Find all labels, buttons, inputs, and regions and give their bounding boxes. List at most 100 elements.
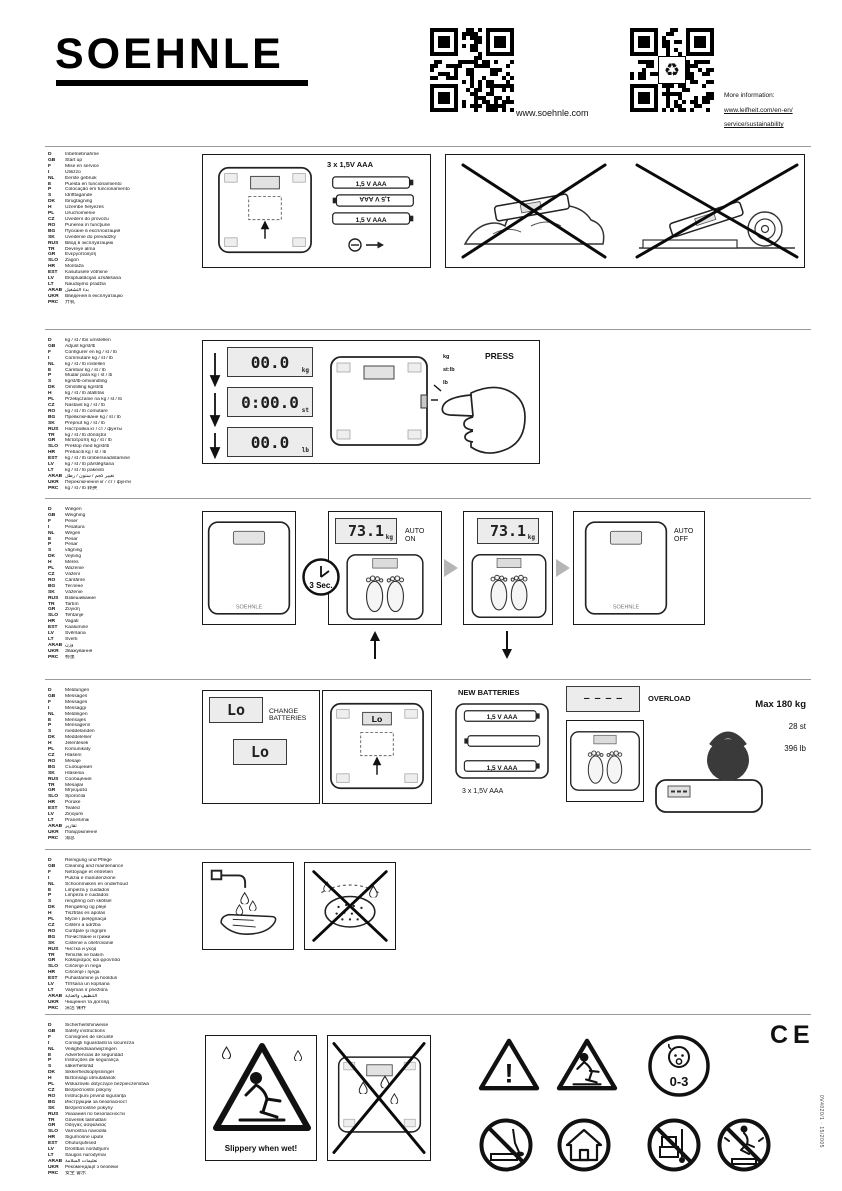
language-code: EST: [48, 270, 58, 276]
website-link[interactable]: www.soehnle.com: [516, 108, 589, 118]
translation-text: Commutare kg / st / lb: [65, 355, 113, 361]
translation-text: 开机: [65, 299, 75, 305]
language-code: BG: [48, 228, 56, 234]
language-code: CZ: [48, 1087, 55, 1093]
section-divider: [45, 679, 811, 680]
language-code: S: [48, 379, 52, 385]
language-code: H: [48, 205, 52, 211]
overload-feet-panel: [566, 720, 644, 802]
language-code: GR: [48, 788, 56, 794]
slippery-warning-panel: Slippery when wet!: [205, 1035, 317, 1161]
more-info-link-2[interactable]: service/sustainability: [724, 121, 784, 128]
language-code: DK: [48, 735, 56, 741]
language-code: UKR: [48, 479, 59, 485]
language-code: DK: [48, 199, 56, 205]
lcd-value: – – – –: [584, 694, 622, 704]
low-battery-display: Lo: [233, 739, 287, 765]
language-code: BG: [48, 583, 56, 589]
translation-text: Tehtanje: [65, 613, 84, 619]
translation-text: Güvenlik talimatları: [65, 1117, 107, 1123]
language-code: GR: [48, 1123, 56, 1129]
qr-code-soehnle: [430, 28, 514, 112]
brand-logo: SOEHNLE: [55, 30, 284, 78]
language-code: CZ: [48, 402, 55, 408]
translation-text: Naudojimo pradžia: [65, 281, 106, 287]
hand-press-icon: [431, 384, 526, 454]
language-code: PL: [48, 917, 55, 923]
language-code: D: [48, 338, 52, 343]
language-code: RUS: [48, 1111, 59, 1117]
language-row: F Mise en service: [48, 164, 200, 170]
translation-text: Mudar para kg / st / lb: [65, 373, 113, 379]
language-code: EST: [48, 806, 58, 812]
language-code: GR: [48, 607, 56, 613]
more-info-link-1[interactable]: www.leifheit.com/en-en/: [724, 107, 793, 114]
translation-text: Ważenie: [65, 566, 84, 572]
language-code: DK: [48, 385, 56, 391]
translation-text: Sikkerhedsoplysninger: [65, 1070, 115, 1076]
translation-text: Devreye alma: [65, 246, 96, 252]
language-code: HR: [48, 264, 56, 270]
translation-text: التنظيف والعناية: [65, 993, 98, 999]
language-code: E: [48, 536, 52, 542]
damp-cloth-panel: [202, 862, 294, 950]
translation-text: Mesajlar: [65, 782, 84, 788]
language-code: D: [48, 152, 52, 157]
language-code: P: [48, 542, 52, 548]
translation-text: Consigli riguardanti la sicurezza: [65, 1040, 135, 1046]
translation-text: kg / st / lb 转换: [65, 485, 98, 491]
language-code: I: [48, 524, 50, 530]
lcd-value: 73.1: [489, 522, 527, 540]
translation-text: Puhastamine ja hooldus: [65, 976, 118, 982]
translation-text: Meddelelser: [65, 735, 92, 741]
language-code: F: [48, 163, 51, 169]
translation-text: Meldingen: [65, 711, 88, 717]
translation-text: Теглене: [65, 583, 84, 589]
lcd-value: Lo: [226, 701, 246, 719]
scale-idle-panel: SOEHNLE: [202, 511, 296, 625]
language-code: LV: [48, 1147, 54, 1153]
slippery-warning-sign: [213, 1043, 311, 1131]
translation-text: Inbetriebnahme: [65, 152, 99, 157]
scale-brand-text: SOEHNLE: [613, 604, 640, 610]
feet-on-scale-icon: [346, 554, 424, 620]
translation-text: Взвешивание: [65, 595, 96, 601]
translation-text: Mise en service: [65, 163, 99, 169]
language-code: GB: [48, 512, 56, 518]
language-code: ARAB: [48, 993, 63, 999]
language-code: BG: [48, 934, 56, 940]
no-scrubbing-icon: [312, 870, 388, 942]
language-code: SK: [48, 1105, 55, 1111]
language-code: D: [48, 507, 52, 512]
hold-time-label: 3 Sec.: [309, 581, 332, 590]
translation-text: kg / st / lb instellen: [65, 361, 106, 367]
child-age-icon: 0-3: [648, 1035, 710, 1097]
wet-scale-warning-panel: [327, 1035, 431, 1161]
warning-icon: !: [478, 1037, 540, 1093]
translation-text: säkerhetsråd: [65, 1064, 94, 1070]
